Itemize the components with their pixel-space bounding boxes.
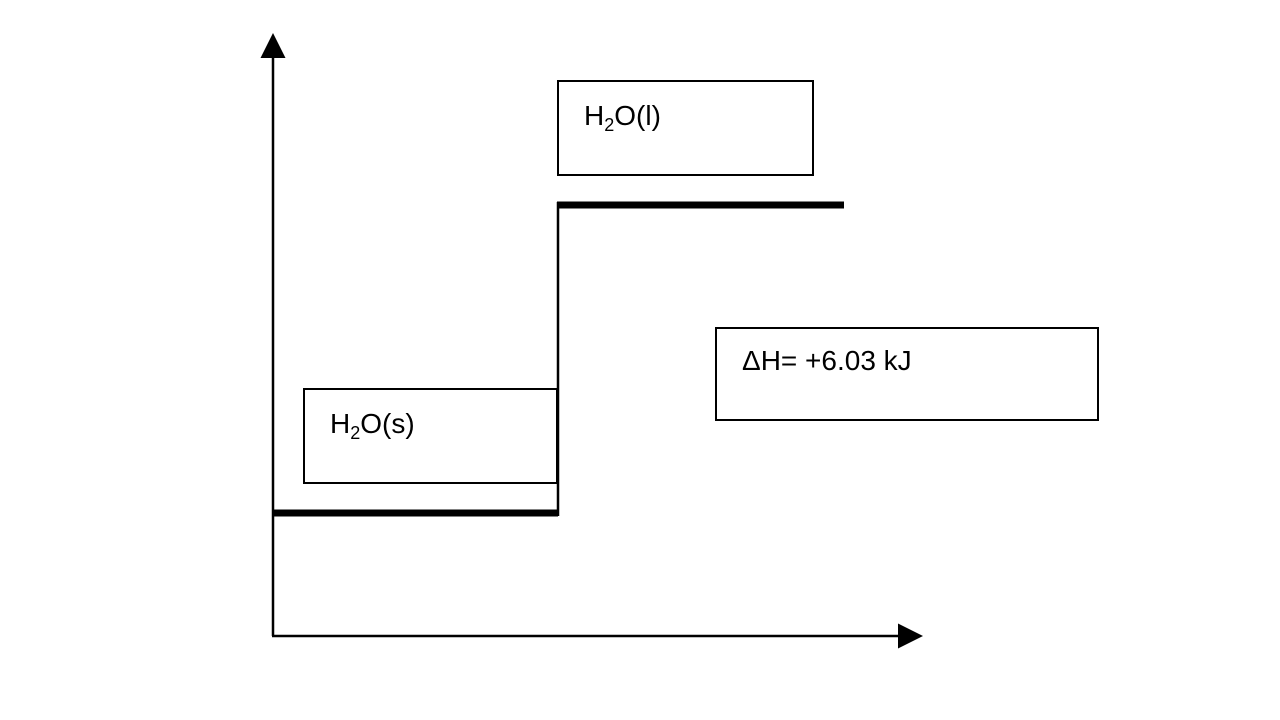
solid-label: H2O(s) xyxy=(330,408,415,443)
solid-label-box: H2O(s) xyxy=(303,388,558,484)
solid-label-subscript: 2 xyxy=(350,423,361,443)
solid-label-prefix: H xyxy=(330,408,351,439)
liquid-label-prefix: H xyxy=(584,100,605,131)
liquid-label: H2O(l) xyxy=(584,100,661,135)
liquid-label-suffix: O(l) xyxy=(614,100,661,131)
enthalpy-label-box: ΔH= +6.03 kJ xyxy=(715,327,1099,421)
solid-label-suffix: O(s) xyxy=(360,408,415,439)
liquid-label-box: H2O(l) xyxy=(557,80,814,176)
enthalpy-change-label: ΔH= +6.03 kJ xyxy=(742,345,912,376)
liquid-label-subscript: 2 xyxy=(604,115,615,135)
